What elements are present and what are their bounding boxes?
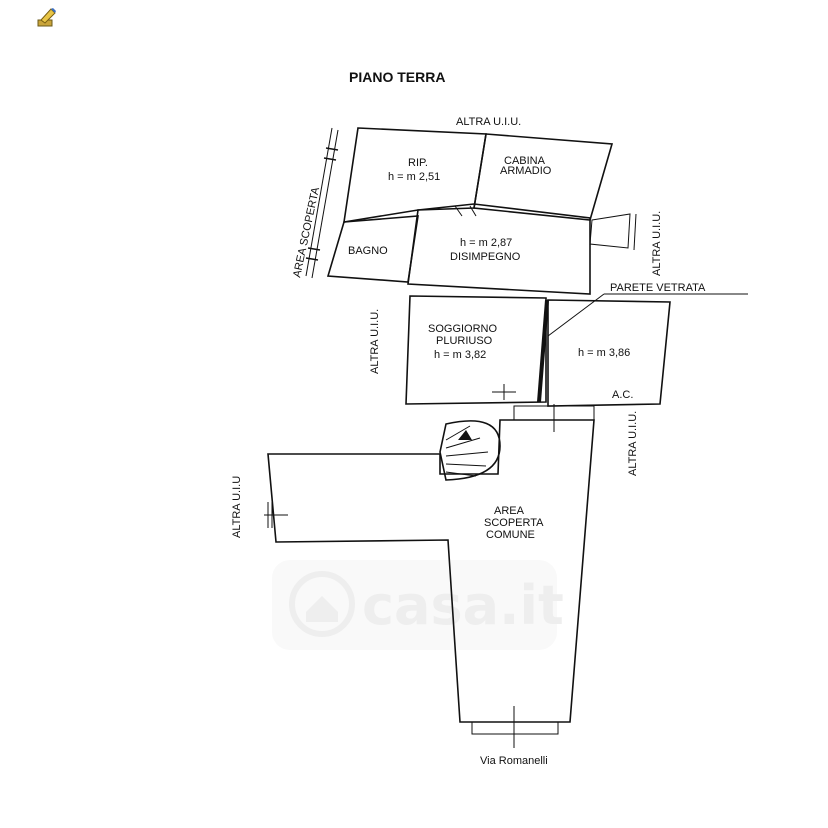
exterior-wall-left <box>305 127 333 277</box>
label-altra-uiu-left-mid: ALTRA U.I.U. <box>369 309 381 374</box>
watermark-text: casa.it <box>362 574 564 637</box>
room-soggiorno <box>405 295 547 405</box>
label-altra-uiu-right-upper: ALTRA U.I.U. <box>651 211 663 276</box>
house-icon <box>289 571 355 637</box>
cabina-line1: CABINA <box>504 155 546 167</box>
watermark: casa.it <box>272 560 564 650</box>
soggiorno-height: h = m 3,82 <box>434 349 486 361</box>
room-disimpegno <box>407 203 591 295</box>
rip-name: RIP. <box>408 157 428 169</box>
street-entrance <box>471 721 559 735</box>
room-veranda <box>547 299 671 407</box>
area-comune-line2: SCOPERTA <box>484 517 544 529</box>
label-altra-uiu-right-lower: ALTRA U.I.U. <box>627 411 639 476</box>
label-area-scoperta-left: AREA SCOPERTA <box>291 186 322 279</box>
area-scoperta-comune <box>267 419 595 723</box>
label-parete-vetrata: PARETE VETRATA <box>610 282 706 294</box>
window-marks-left <box>305 147 339 261</box>
area-comune-line1: AREA <box>494 505 525 517</box>
label-altra-uiu-left-lower: ALTRA U.I.U <box>231 476 243 538</box>
disimpegno-name: DISIMPEGNO <box>450 251 521 263</box>
disimpegno-height: h = m 2,87 <box>460 237 512 249</box>
room-ripostiglio <box>343 127 487 223</box>
area-comune-line3: COMUNE <box>486 529 535 541</box>
cabina-line2: ARMADIO <box>500 165 552 177</box>
label-ac: A.C. <box>612 389 633 401</box>
plan-title: PIANO TERRA <box>349 69 445 85</box>
spiral-stair <box>439 420 501 481</box>
rip-height: h = m 2,51 <box>388 171 440 183</box>
leader-parete-vetrata <box>547 293 605 337</box>
veranda-height: h = m 3,86 <box>578 347 630 359</box>
soggiorno-line2: PLURIUSO <box>436 335 493 347</box>
right-protrusion <box>589 213 631 249</box>
bagno-name: BAGNO <box>348 245 388 257</box>
soggiorno-line1: SOGGIORNO <box>428 323 498 335</box>
label-altra-uiu-top: ALTRA U.I.U. <box>456 116 521 128</box>
glass-wall <box>537 299 549 403</box>
pencil-icon <box>37 8 56 27</box>
label-via-romanelli: Via Romanelli <box>480 755 548 767</box>
